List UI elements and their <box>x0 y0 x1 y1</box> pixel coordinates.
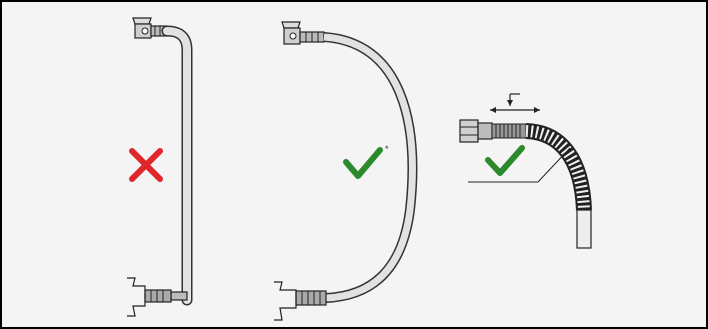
bottom-fitting <box>127 277 188 317</box>
hose-end-tube <box>576 209 592 249</box>
curved-hose-drawing <box>274 21 418 321</box>
corrugated-hose-drawing <box>459 93 592 249</box>
panel-corrugated-hose <box>450 10 610 326</box>
pointer-line <box>468 147 571 183</box>
green-check-icon <box>343 147 383 179</box>
green-check-icon <box>485 145 525 176</box>
movement-arrow <box>490 93 540 113</box>
panel-curved-hose <box>260 10 435 326</box>
red-cross-icon <box>129 148 163 182</box>
bottom-fitting <box>274 281 327 321</box>
asterisk-marker: * <box>385 144 389 154</box>
panel-straight-hose <box>105 10 215 326</box>
corrugated-straight-section <box>491 123 527 139</box>
top-elbow-fitting <box>281 21 325 45</box>
straight-hose-drawing <box>127 17 193 317</box>
top-elbow-fitting <box>132 17 168 39</box>
corrugated-bend <box>525 123 592 211</box>
hex-nut-fitting <box>459 119 493 143</box>
